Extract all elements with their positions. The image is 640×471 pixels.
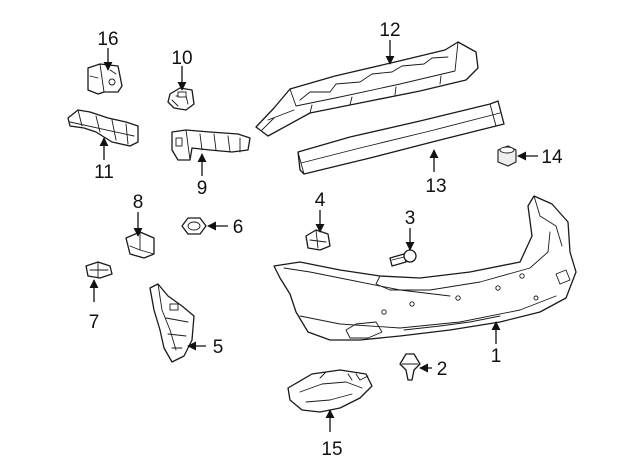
part-6-grommet[interactable] — [181, 217, 207, 235]
callout-13: 13 — [425, 176, 446, 197]
callout-5: 5 — [213, 337, 224, 358]
callout-15: 15 — [321, 439, 342, 460]
callout-2: 2 — [437, 359, 448, 380]
part-2-push-clip[interactable] — [399, 353, 421, 381]
part-9-side-bracket[interactable] — [171, 129, 251, 161]
part-7-rivet[interactable] — [85, 261, 113, 279]
part-3-bolt[interactable] — [389, 249, 417, 267]
callout-11: 11 — [94, 162, 114, 183]
callout-labels: 16 10 12 11 9 13 14 8 6 4 3 7 5 1 2 15 — [89, 20, 563, 460]
part-14-cushion[interactable] — [497, 145, 517, 167]
part-8-bracket-clip[interactable] — [125, 231, 155, 259]
callout-7: 7 — [89, 312, 100, 333]
part-4-clip[interactable] — [305, 229, 331, 251]
callout-12: 12 — [379, 20, 400, 41]
callout-1: 1 — [491, 346, 502, 367]
part-5-side-retainer[interactable] — [149, 283, 195, 363]
callout-16: 16 — [97, 29, 118, 50]
leader-arrows — [89, 40, 538, 432]
callout-3: 3 — [405, 208, 416, 229]
part-16-bracket[interactable] — [87, 63, 123, 95]
callout-8: 8 — [133, 192, 144, 213]
part-13-reinforcement-bar[interactable] — [297, 100, 505, 175]
part-15-reflector-bezel[interactable] — [287, 369, 373, 413]
callout-6: 6 — [233, 217, 244, 238]
callout-4: 4 — [315, 190, 326, 211]
callout-14: 14 — [541, 147, 563, 168]
part-1-bumper-cover[interactable] — [273, 195, 577, 341]
part-10-clip[interactable] — [167, 87, 195, 111]
part-11-side-bracket[interactable] — [67, 109, 139, 147]
callout-9: 9 — [197, 178, 208, 199]
callout-10: 10 — [171, 48, 192, 69]
part-12-energy-absorber[interactable] — [255, 41, 479, 137]
